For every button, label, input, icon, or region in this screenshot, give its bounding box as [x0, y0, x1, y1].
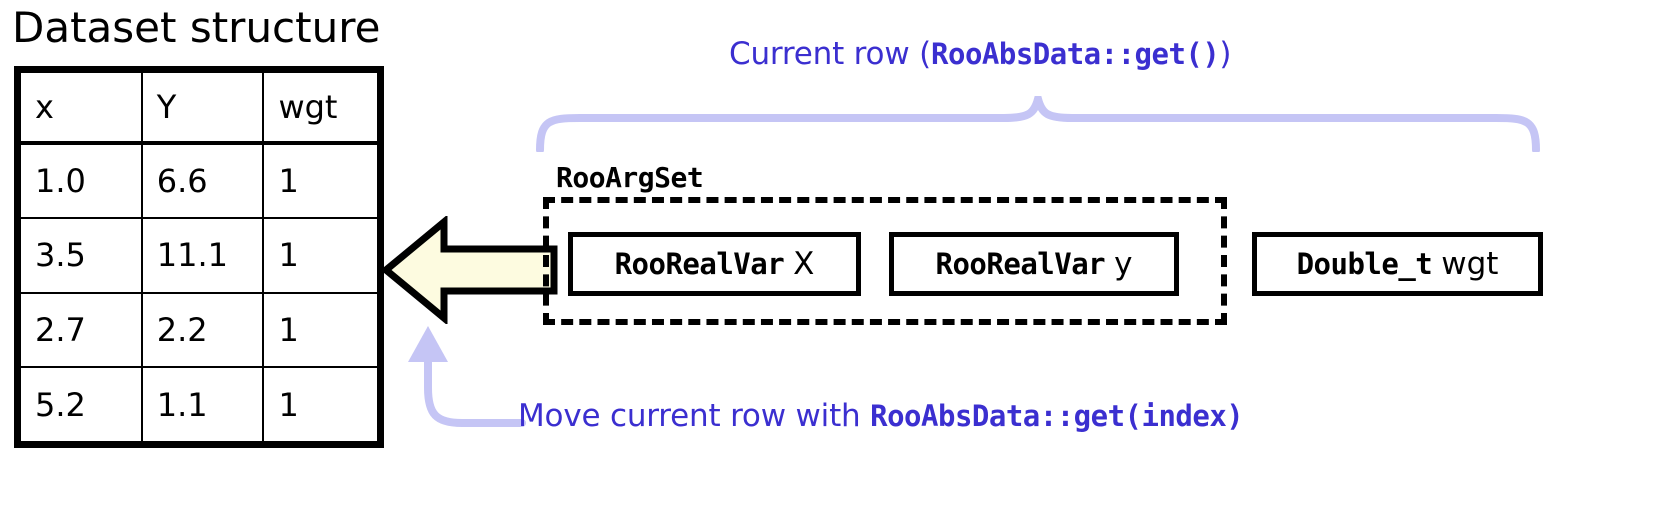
roo-arg-set-group-box — [543, 197, 1227, 325]
cell-wgt: 1 — [262, 366, 379, 443]
roorealvar-x-type: RooRealVar — [614, 247, 785, 281]
page-title: Dataset structure — [12, 3, 381, 52]
annotation-move-row-prefix: Move current row with — [518, 398, 871, 434]
table-row: 1.0 6.6 1 — [19, 142, 379, 219]
cell-y: 1.1 — [140, 366, 265, 443]
cell-x: 3.5 — [19, 216, 143, 294]
annotation-current-row-suffix: ) — [1219, 36, 1232, 72]
cell-x: 2.7 — [19, 291, 143, 369]
curved-arrow-up-icon — [408, 326, 526, 427]
table: x Y wgt 1.0 6.6 1 3.5 11.1 1 2.7 — [19, 71, 379, 443]
roorealvar-y-box: RooRealVar y — [889, 232, 1179, 296]
block-arrow-left-icon — [382, 216, 558, 324]
cell-wgt: 1 — [262, 142, 379, 219]
cell-wgt: 1 — [262, 291, 379, 369]
table-row: 2.7 2.2 1 — [19, 291, 379, 369]
annotation-move-row-code: RooAbsData::get(index) — [870, 399, 1244, 433]
roorealvar-x-varname: X — [793, 246, 815, 282]
column-header-y: Y — [140, 71, 265, 145]
column-header-wgt: wgt — [262, 71, 379, 145]
double-t-wgt-box: Double_t wgt — [1252, 232, 1543, 296]
roorealvar-y-varname: y — [1114, 246, 1133, 282]
roorealvar-x-box: RooRealVar X — [568, 232, 861, 296]
annotation-move-row: Move current row with RooAbsData::get(in… — [518, 398, 1244, 434]
roorealvar-y-type: RooRealVar — [935, 247, 1106, 281]
table-row: 5.2 1.1 1 — [19, 366, 379, 443]
cell-y: 2.2 — [140, 291, 265, 369]
cell-x: 1.0 — [19, 142, 143, 219]
cell-y: 11.1 — [140, 216, 265, 294]
dataset-structure-table: x Y wgt 1.0 6.6 1 3.5 11.1 1 2.7 — [14, 66, 384, 448]
column-header-x: x — [19, 71, 143, 145]
annotation-current-row-prefix: Current row ( — [729, 36, 932, 72]
annotation-current-row-code: RooAbsData::get() — [931, 37, 1220, 71]
double-t-wgt-type: Double_t — [1296, 247, 1433, 281]
cell-x: 5.2 — [19, 366, 143, 443]
curly-brace-icon — [536, 96, 1540, 152]
cell-wgt: 1 — [262, 216, 379, 294]
double-t-wgt-varname: wgt — [1441, 246, 1499, 282]
table-header-row: x Y wgt — [19, 71, 379, 145]
annotation-current-row: Current row (RooAbsData::get()) — [729, 36, 1231, 72]
table-row: 3.5 11.1 1 — [19, 216, 379, 294]
roo-arg-set-label: RooArgSet — [556, 161, 704, 194]
cell-y: 6.6 — [140, 142, 265, 219]
